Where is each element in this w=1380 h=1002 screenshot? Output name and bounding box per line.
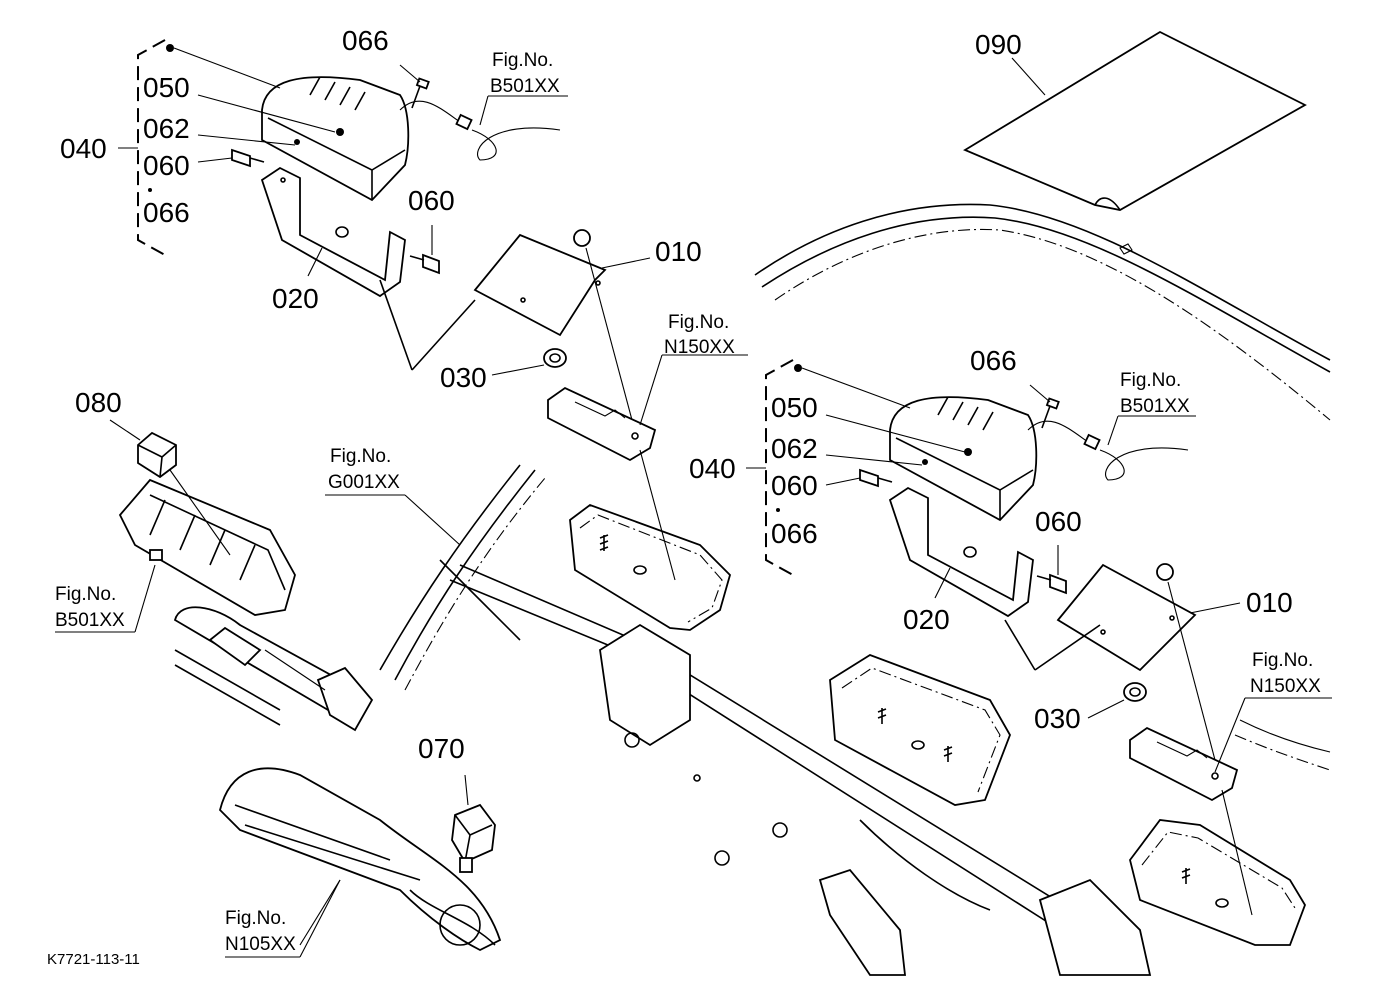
switch-070 [451, 774, 496, 873]
label-060-left-range: 060 [143, 150, 190, 181]
work-light-right [889, 396, 1189, 522]
label-030-left: 030 [440, 362, 487, 393]
decal-090 [963, 30, 1307, 211]
label-060-right: 060 [1035, 506, 1082, 537]
bolt-060-right-a [859, 468, 893, 488]
leader-lines [55, 47, 1332, 958]
label-090: 090 [975, 29, 1022, 60]
mount-pad-middle [829, 654, 1011, 806]
fig-label-n150-b: Fig.No. [1252, 650, 1313, 671]
work-light-left [261, 76, 561, 202]
label-060-left: 060 [408, 185, 455, 216]
label-020-right: 020 [903, 604, 950, 635]
range-bracket-right [765, 359, 802, 576]
cabin-roof-outline [754, 203, 1331, 771]
grommet-030-left [543, 348, 567, 368]
label-066-right: 066 [970, 345, 1017, 376]
label-066-left: 066 [342, 25, 389, 56]
fig-label-n105: Fig.No. [225, 908, 286, 929]
label-020-left: 020 [272, 283, 319, 314]
fig-ref-b501-c: B501XX [1120, 396, 1190, 417]
bracket-010-left [379, 233, 607, 371]
label-066-left-range: 066 [143, 197, 190, 228]
label-050-right: 050 [771, 392, 818, 423]
fig-label-b501-a: Fig.No. [492, 50, 553, 71]
rail-housing [219, 767, 502, 952]
fig-ref-g001: G001XX [328, 472, 400, 493]
plate-right [1129, 726, 1253, 916]
switch-panel [118, 478, 374, 732]
mount-pad-lower [1129, 819, 1306, 946]
plate-left [547, 386, 676, 581]
label-040-right: 040 [689, 453, 736, 484]
fig-label-g001: Fig.No. [330, 446, 391, 467]
label-040-left: 040 [60, 133, 107, 164]
cover-080 [137, 431, 231, 556]
label-080: 080 [75, 387, 122, 418]
label-062-left: 062 [143, 113, 190, 144]
bolt-060-right-b [1036, 573, 1067, 595]
label-030-right: 030 [1034, 703, 1081, 734]
label-070: 070 [418, 733, 465, 764]
knob-right [1156, 563, 1216, 761]
bracket-010-right [1004, 563, 1197, 672]
label-060-right-range: 060 [771, 470, 818, 501]
bracket-020-right [888, 486, 1034, 618]
label-050-left: 050 [143, 72, 190, 103]
fig-ref-b501-b: B501XX [55, 610, 125, 631]
fig-ref-n105: N105XX [225, 934, 296, 955]
bracket-020-left [260, 166, 406, 298]
label-010-right: 010 [1246, 587, 1293, 618]
diagram-code: K7721-113-11 [47, 951, 140, 968]
label-062-right: 062 [771, 433, 818, 464]
bolt-066-right [1041, 397, 1060, 429]
bolt-060-left-b [409, 253, 440, 275]
figure-references: Fig.No. B501XX Fig.No. N150XX Fig.No. G0… [55, 50, 1321, 955]
fig-label-b501-b: Fig.No. [55, 584, 116, 605]
fig-label-n150-a: Fig.No. [668, 312, 729, 333]
bolt-066-left [411, 77, 430, 109]
label-010-left: 010 [655, 236, 702, 267]
range-bracket-left [137, 39, 174, 256]
bolt-060-left-a [231, 148, 265, 168]
fig-ref-b501-a: B501XX [490, 76, 560, 97]
part-labels: 066 050 062 040 060 066 060 020 010 030 … [60, 25, 1293, 764]
label-066-right-range: 066 [771, 518, 818, 549]
fig-label-b501-c: Fig.No. [1120, 370, 1181, 391]
knob-left [573, 229, 633, 421]
grommet-030-right [1123, 682, 1147, 702]
frame-beam [379, 464, 1152, 976]
fig-ref-n150-a: N150XX [664, 337, 735, 358]
fig-ref-n150-b: N150XX [1250, 676, 1321, 697]
mount-pad-upper [569, 503, 732, 631]
